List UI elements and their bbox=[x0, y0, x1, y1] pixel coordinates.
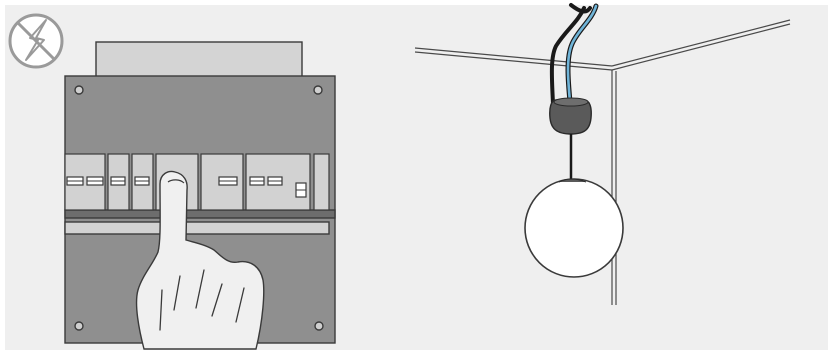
ceiling-edge-right-2 bbox=[611, 19, 791, 67]
ceiling-edge-left-1 bbox=[414, 51, 613, 71]
din-rail bbox=[64, 209, 336, 219]
no-electricity-icon bbox=[8, 13, 64, 69]
screw-bottom-right bbox=[314, 321, 324, 331]
room-corner bbox=[414, 19, 791, 305]
breaker-7 bbox=[313, 153, 330, 211]
ceiling-edge-right-1 bbox=[611, 23, 791, 71]
screw-top-right bbox=[313, 85, 323, 95]
light-bulb bbox=[524, 178, 624, 278]
screw-top-left bbox=[74, 85, 84, 95]
strike-line bbox=[15, 20, 57, 62]
fingernail bbox=[167, 179, 185, 184]
lightning-bolt bbox=[25, 19, 47, 61]
hand bbox=[135, 170, 265, 350]
ceiling-wires bbox=[549, 3, 599, 106]
blue-wire bbox=[566, 4, 598, 104]
lamp-holder bbox=[549, 97, 592, 135]
ceiling-edge-left-2 bbox=[414, 47, 613, 67]
bulb-socket-cap bbox=[558, 178, 587, 183]
hand-shape bbox=[135, 170, 265, 350]
breaker-row bbox=[64, 153, 330, 211]
screw-bottom-left bbox=[74, 321, 84, 331]
black-wire bbox=[549, 6, 586, 106]
lower-bar bbox=[64, 221, 330, 235]
fuse-box-top-cover bbox=[95, 41, 303, 81]
